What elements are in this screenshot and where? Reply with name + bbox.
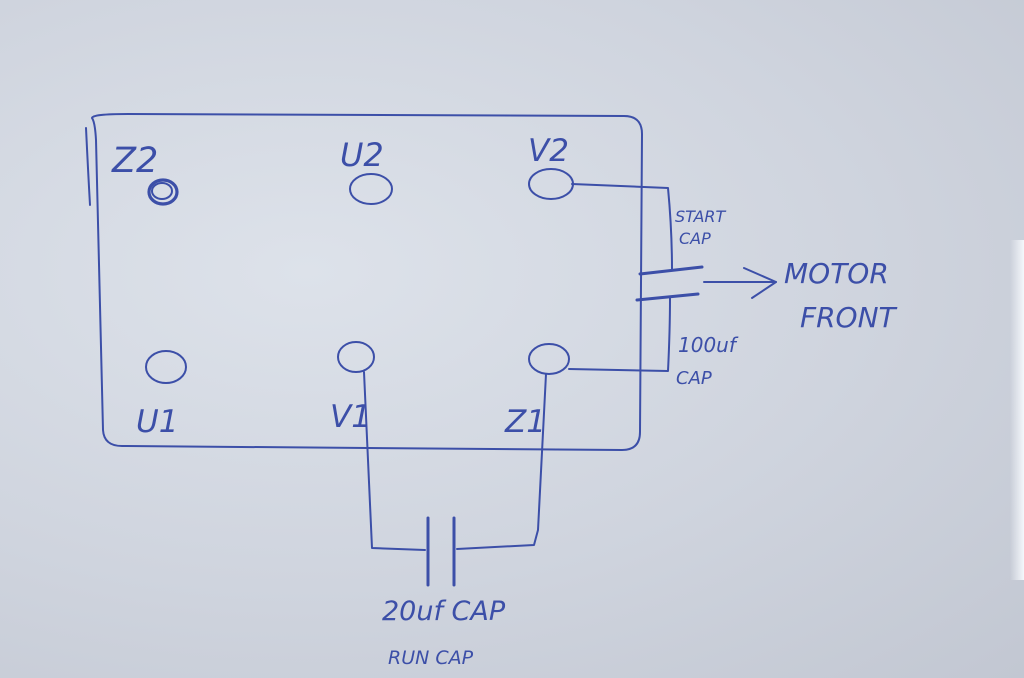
cap-100uf-label-line2: CAP [676,368,712,389]
start-cap-plate-bottom [635,292,700,302]
cap-100uf-label-line1: 100uf [678,333,739,357]
terminal-v2-label: V2 [528,133,569,169]
terminal-u2-circle [349,173,393,205]
run-cap-value-label: 20uf CAP [382,596,506,627]
terminal-z2-label: Z2 [111,141,158,181]
light-glare [1010,240,1024,580]
motor-label-line1: MOTOR [784,257,889,290]
terminal-v1-circle [337,341,375,373]
terminal-u2-label: U2 [340,136,384,174]
arrow-head [743,267,777,299]
terminal-v2-circle [528,168,574,200]
terminal-u1-label: U1 [136,404,178,440]
terminal-z2-circle [147,178,179,206]
box-corner-overstroke [85,127,91,206]
wire-z1-to-start-cap [568,297,671,372]
start-cap-plate-top [638,265,704,276]
wire-v1-to-run-cap [363,371,426,551]
terminal-z2-circle-overstroke [151,182,173,200]
start-cap-label-line1: START [675,207,727,226]
wire-v2-to-start-cap [571,183,673,271]
motor-label-line2: FRONT [800,301,898,334]
terminal-v1-label: V1 [330,399,371,435]
terminal-u1-circle [145,350,187,384]
terminal-z1-circle [528,343,570,375]
terminal-z1-label: Z1 [504,404,546,440]
wire-z1-to-run-cap [456,373,547,550]
terminal-box [91,113,643,451]
start-cap-label-line2: CAP [679,229,711,248]
run-cap-name-label: RUN CAP [388,647,474,669]
